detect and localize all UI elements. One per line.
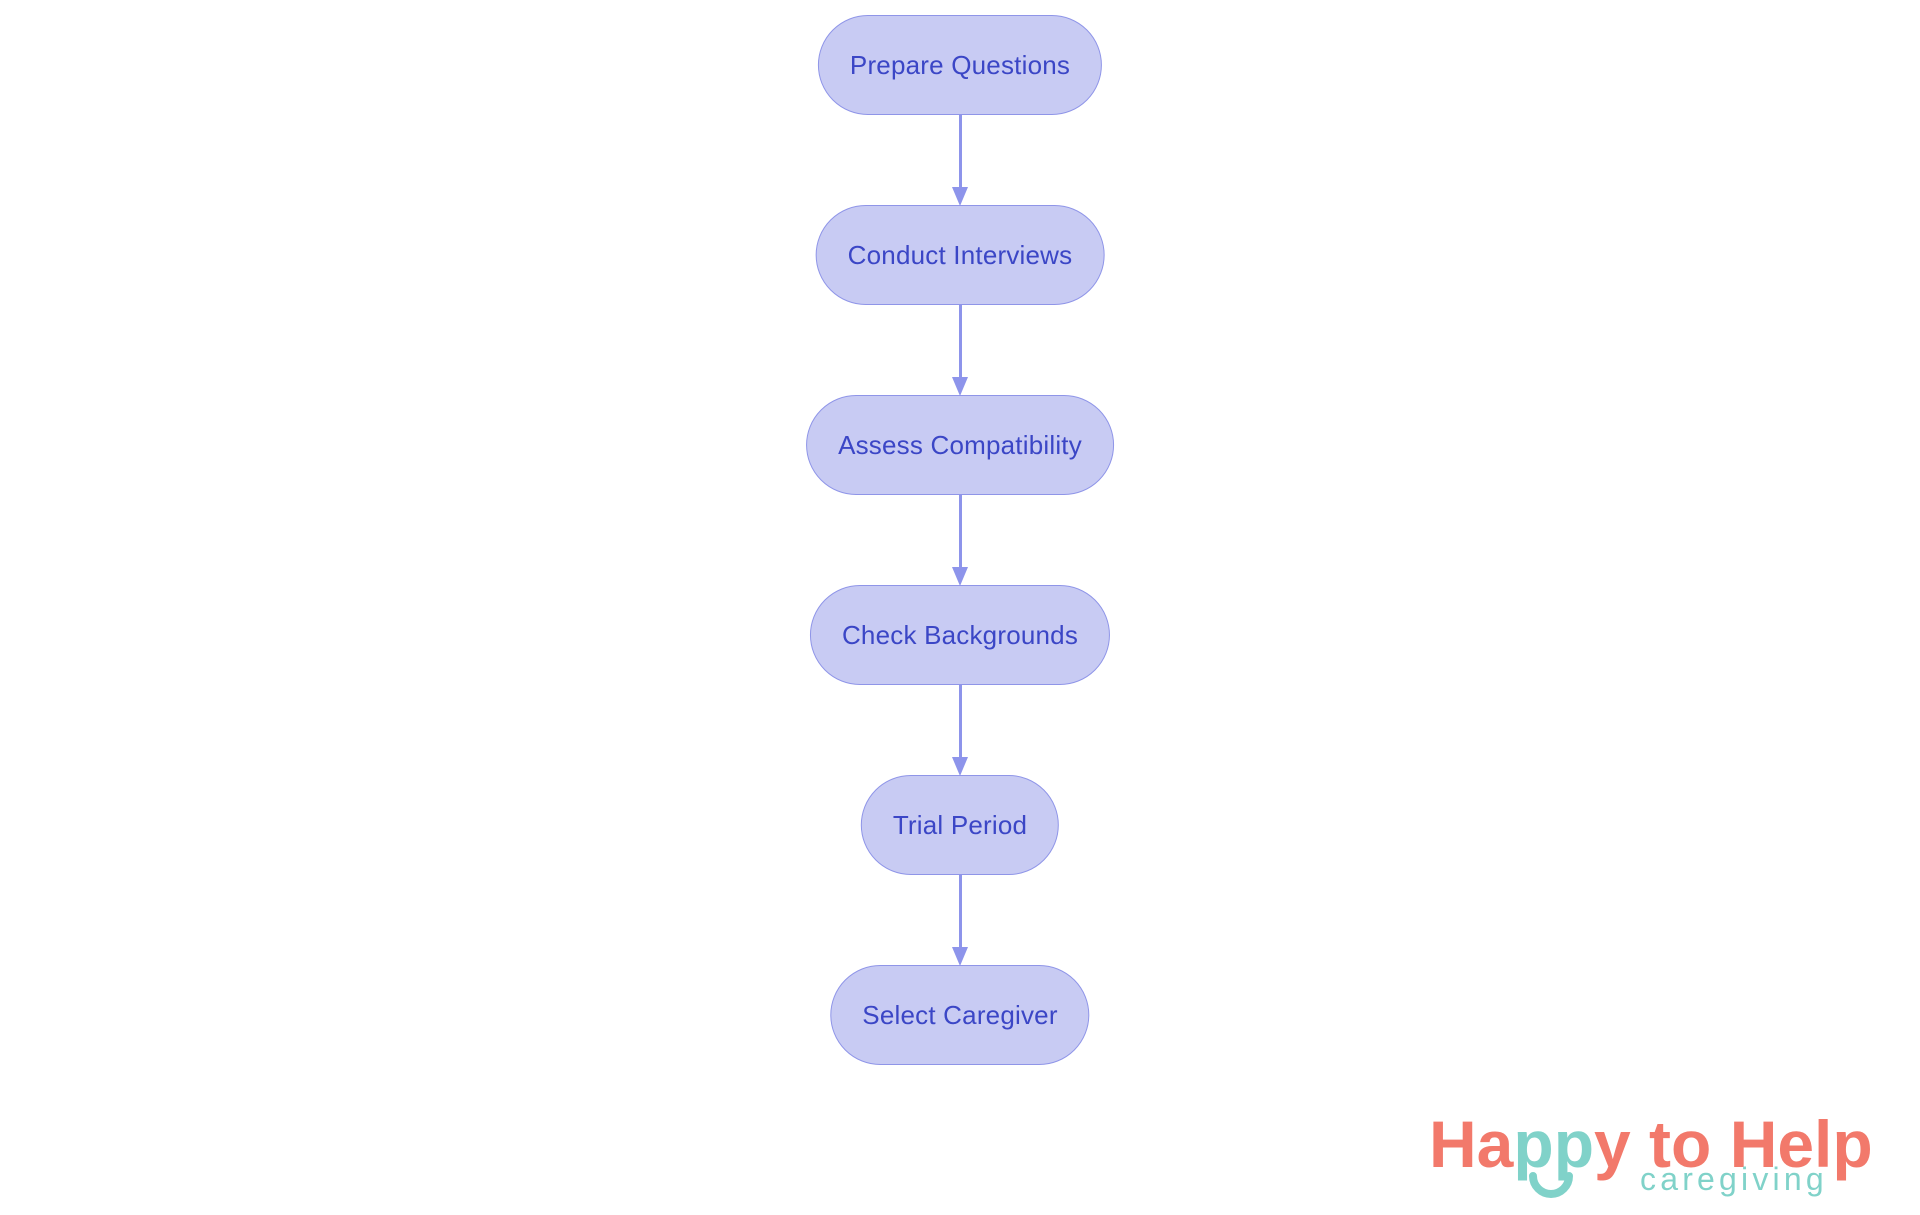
logo-tagline: caregiving <box>1640 1161 1828 1197</box>
logo-text-y-to-help: y to Help <box>1594 1107 1873 1181</box>
flow-node-label: Assess Compatibility <box>838 429 1082 460</box>
flow-node-select-caregiver: Select Caregiver <box>830 965 1090 1065</box>
flow-node-label: Prepare Questions <box>849 49 1071 80</box>
flow-arrow-line <box>958 685 962 758</box>
flow-arrow-line <box>958 305 962 378</box>
flow-node-assess-compatibility: Assess Compatibility <box>806 395 1114 495</box>
flow-arrowhead-icon <box>952 377 968 396</box>
logo: Happy to Help caregiving <box>1420 1095 1890 1210</box>
flow-arrow-line <box>958 115 962 188</box>
flow-node-label: Conduct Interviews <box>847 239 1073 270</box>
flow-arrowhead-icon <box>952 947 968 966</box>
flow-arrowhead-icon <box>952 567 968 586</box>
flow-arrow-line <box>958 495 962 568</box>
logo-wordmark: Happy to Help <box>1429 1111 1873 1177</box>
flow-arrowhead-icon <box>952 757 968 776</box>
flow-node-label: Select Caregiver <box>862 999 1058 1030</box>
flow-node-prepare-questions: Prepare Questions <box>817 15 1103 115</box>
smile-icon <box>1529 1172 1573 1198</box>
flow-node-trial-period: Trial Period <box>860 775 1060 875</box>
flow-arrow-line <box>958 875 962 948</box>
flow-node-label: Check Backgrounds <box>841 619 1079 650</box>
flow-node-check-backgrounds: Check Backgrounds <box>809 585 1111 685</box>
flow-arrowhead-icon <box>952 187 968 206</box>
flow-node-label: Trial Period <box>892 809 1028 840</box>
logo-text-ha: Ha <box>1429 1107 1514 1181</box>
flow-node-conduct-interviews: Conduct Interviews <box>815 205 1105 305</box>
logo-text-pp: pp <box>1513 1107 1595 1181</box>
